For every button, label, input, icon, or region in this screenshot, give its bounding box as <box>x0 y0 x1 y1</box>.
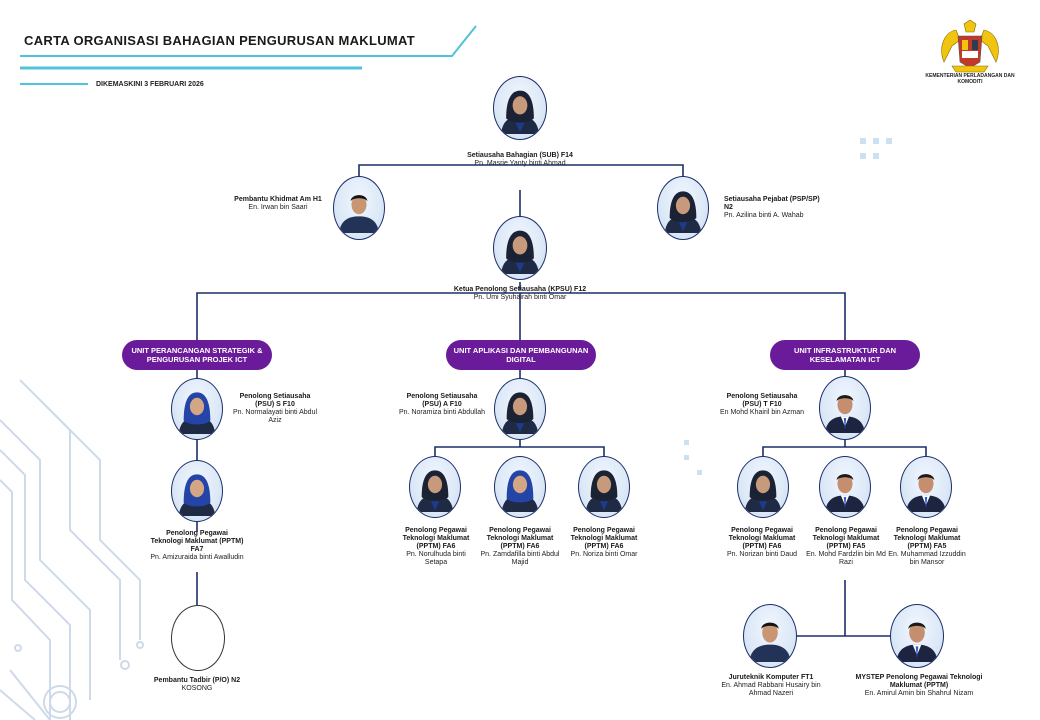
name-pptm-s: Pn. Amizuraida binti Awalludin <box>150 554 244 561</box>
ministry-name: KEMENTERIAN PERLADANGAN DAN KOMODITI <box>925 73 1015 85</box>
name-jk: En. Ahmad Rabbani Husairy bin Ahmad Naze… <box>721 682 821 697</box>
role-pptm-a1: Penolong Pegawai Teknologi Maklumat (PPT… <box>402 527 470 550</box>
label-pptm-a3: Penolong Pegawai Teknologi Maklumat (PPT… <box>564 527 644 559</box>
photo-jk <box>743 604 797 668</box>
label-pt: Pembantu Tadbir (P/O) N2 KOSONG <box>140 677 254 693</box>
role-pptm-t3: Penolong Pegawai Teknologi Maklumat (PPT… <box>893 527 961 550</box>
role-kpsu: Ketua Penolong Setiausaha (KPSU) F12 <box>453 286 587 293</box>
role-psp: Setiausaha Pejabat (PSP/SP) N2 <box>724 196 820 211</box>
name-psp: Pn. Azilina binti A. Wahab <box>724 212 804 219</box>
photo-pptm-s <box>171 460 223 522</box>
name-sub: Pn. Masrie Yanty binti Ahmad <box>474 160 566 167</box>
label-mystep: MYSTEP Penolong Pegawai Teknologi Maklum… <box>852 674 986 698</box>
name-psu-t: En Mohd Khairil bin Azman <box>719 409 805 416</box>
label-pptm-a2: Penolong Pegawai Teknologi Maklumat (PPT… <box>480 527 560 567</box>
role-pka: Pembantu Khidmat Am H1 <box>234 196 322 203</box>
photo-psu-a <box>494 378 546 440</box>
photo-pptm-t3 <box>900 456 952 518</box>
role-pt: Pembantu Tadbir (P/O) N2 <box>153 677 241 684</box>
photo-pptm-a2 <box>494 456 546 518</box>
page-title: CARTA ORGANISASI BAHAGIAN PENGURUSAN MAK… <box>24 33 415 48</box>
name-pka: En. Irwan bin Saari <box>248 204 308 211</box>
photo-psu-s <box>171 378 223 440</box>
photo-psp <box>657 176 709 240</box>
role-psu-t: Penolong Setiausaha (PSU) T F10 <box>726 393 798 408</box>
role-sub: Setiausaha Bahagian (SUB) F14 <box>467 152 573 159</box>
label-psu-a: Penolong Setiausaha (PSU) A F10 Pn. Nora… <box>398 393 486 417</box>
label-psu-t: Penolong Setiausaha (PSU) T F10 En Mohd … <box>718 393 806 417</box>
updated-date: DIKEMASKINI 3 FEBRUARI 2026 <box>96 81 204 88</box>
header-accent-lines <box>20 25 477 85</box>
name-pptm-t1: Pn. Norizan binti Daud <box>726 551 798 558</box>
photo-pka <box>333 176 385 240</box>
name-psu-a: Pn. Noramiza binti Abdullah <box>399 409 485 416</box>
label-sub: Setiausaha Bahagian (SUB) F14 Pn. Masrie… <box>460 152 580 168</box>
org-lines <box>196 164 927 637</box>
role-pptm-t2: Penolong Pegawai Teknologi Maklumat (PPT… <box>812 527 880 550</box>
role-psu-a: Penolong Setiausaha (PSU) A F10 <box>406 393 478 408</box>
photo-pptm-t2 <box>819 456 871 518</box>
photo-vacant <box>171 605 225 671</box>
photo-pptm-t1 <box>737 456 789 518</box>
photo-mystep <box>890 604 944 668</box>
circuit-decoration <box>0 379 144 720</box>
label-pptm-a1: Penolong Pegawai Teknologi Maklumat (PPT… <box>396 527 476 567</box>
role-jk: Juruteknik Komputer FT1 <box>728 674 814 681</box>
name-pptm-a3: Pn. Noriza binti Omar <box>570 551 638 558</box>
role-pptm-a2: Penolong Pegawai Teknologi Maklumat (PPT… <box>486 527 554 550</box>
role-mystep: MYSTEP Penolong Pegawai Teknologi Maklum… <box>855 674 983 689</box>
dot-decoration <box>684 138 892 475</box>
label-pptm-t2: Penolong Pegawai Teknologi Maklumat (PPT… <box>805 527 887 567</box>
name-pt: KOSONG <box>181 685 213 692</box>
unit-aplikasi: UNIT APLIKASI DAN PEMBANGUNAN DIGITAL <box>446 340 596 370</box>
label-pptm-s: Penolong Pegawai Teknologi Maklumat (PPT… <box>150 530 244 562</box>
coat-of-arms-logo <box>941 19 999 73</box>
name-mystep: En. Amirul Amin bin Shahrul Nizam <box>864 690 974 697</box>
unit-perancangan: UNIT PERANCANGAN STRATEGIK & PENGURUSAN … <box>122 340 272 370</box>
photo-pptm-a3 <box>578 456 630 518</box>
label-kpsu: Ketua Penolong Setiausaha (KPSU) F12 Pn.… <box>444 286 596 302</box>
name-pptm-a1: Pn. Norulhuda binti Setapa <box>406 551 466 566</box>
name-pptm-a2: Pn. Zamdafilla binti Abdul Majid <box>480 551 560 566</box>
photo-psu-t <box>819 376 871 440</box>
label-psp: Setiausaha Pejabat (PSP/SP) N2 Pn. Azili… <box>724 196 828 220</box>
photo-kpsu <box>493 216 547 280</box>
name-pptm-t3: En. Muhammad Izzuddin bin Mansor <box>888 551 966 566</box>
label-pptm-t3: Penolong Pegawai Teknologi Maklumat (PPT… <box>886 527 968 567</box>
photo-pptm-a1 <box>409 456 461 518</box>
name-kpsu: Pn. Umi Syuhairah binti Omar <box>473 294 567 301</box>
name-psu-s: Pn. Normalayati binti Abdul Aziz <box>232 409 318 424</box>
role-pptm-t1: Penolong Pegawai Teknologi Maklumat (PPT… <box>728 527 796 550</box>
role-pptm-s: Penolong Pegawai Teknologi Maklumat (PPT… <box>150 530 244 553</box>
label-jk: Juruteknik Komputer FT1 En. Ahmad Rabban… <box>712 674 830 698</box>
name-pptm-t2: En. Mohd Fardzlin bin Md Razi <box>806 551 886 566</box>
photo-sub <box>493 76 547 140</box>
label-psu-s: Penolong Setiausaha (PSU) S F10 Pn. Norm… <box>232 393 318 425</box>
role-psu-s: Penolong Setiausaha (PSU) S F10 <box>239 393 311 408</box>
label-pptm-t1: Penolong Pegawai Teknologi Maklumat (PPT… <box>722 527 802 559</box>
unit-infrastruktur: UNIT INFRASTRUKTUR DAN KESELAMATAN ICT <box>770 340 920 370</box>
role-pptm-a3: Penolong Pegawai Teknologi Maklumat (PPT… <box>570 527 638 550</box>
label-pka: Pembantu Khidmat Am H1 En. Irwan bin Saa… <box>232 196 324 212</box>
